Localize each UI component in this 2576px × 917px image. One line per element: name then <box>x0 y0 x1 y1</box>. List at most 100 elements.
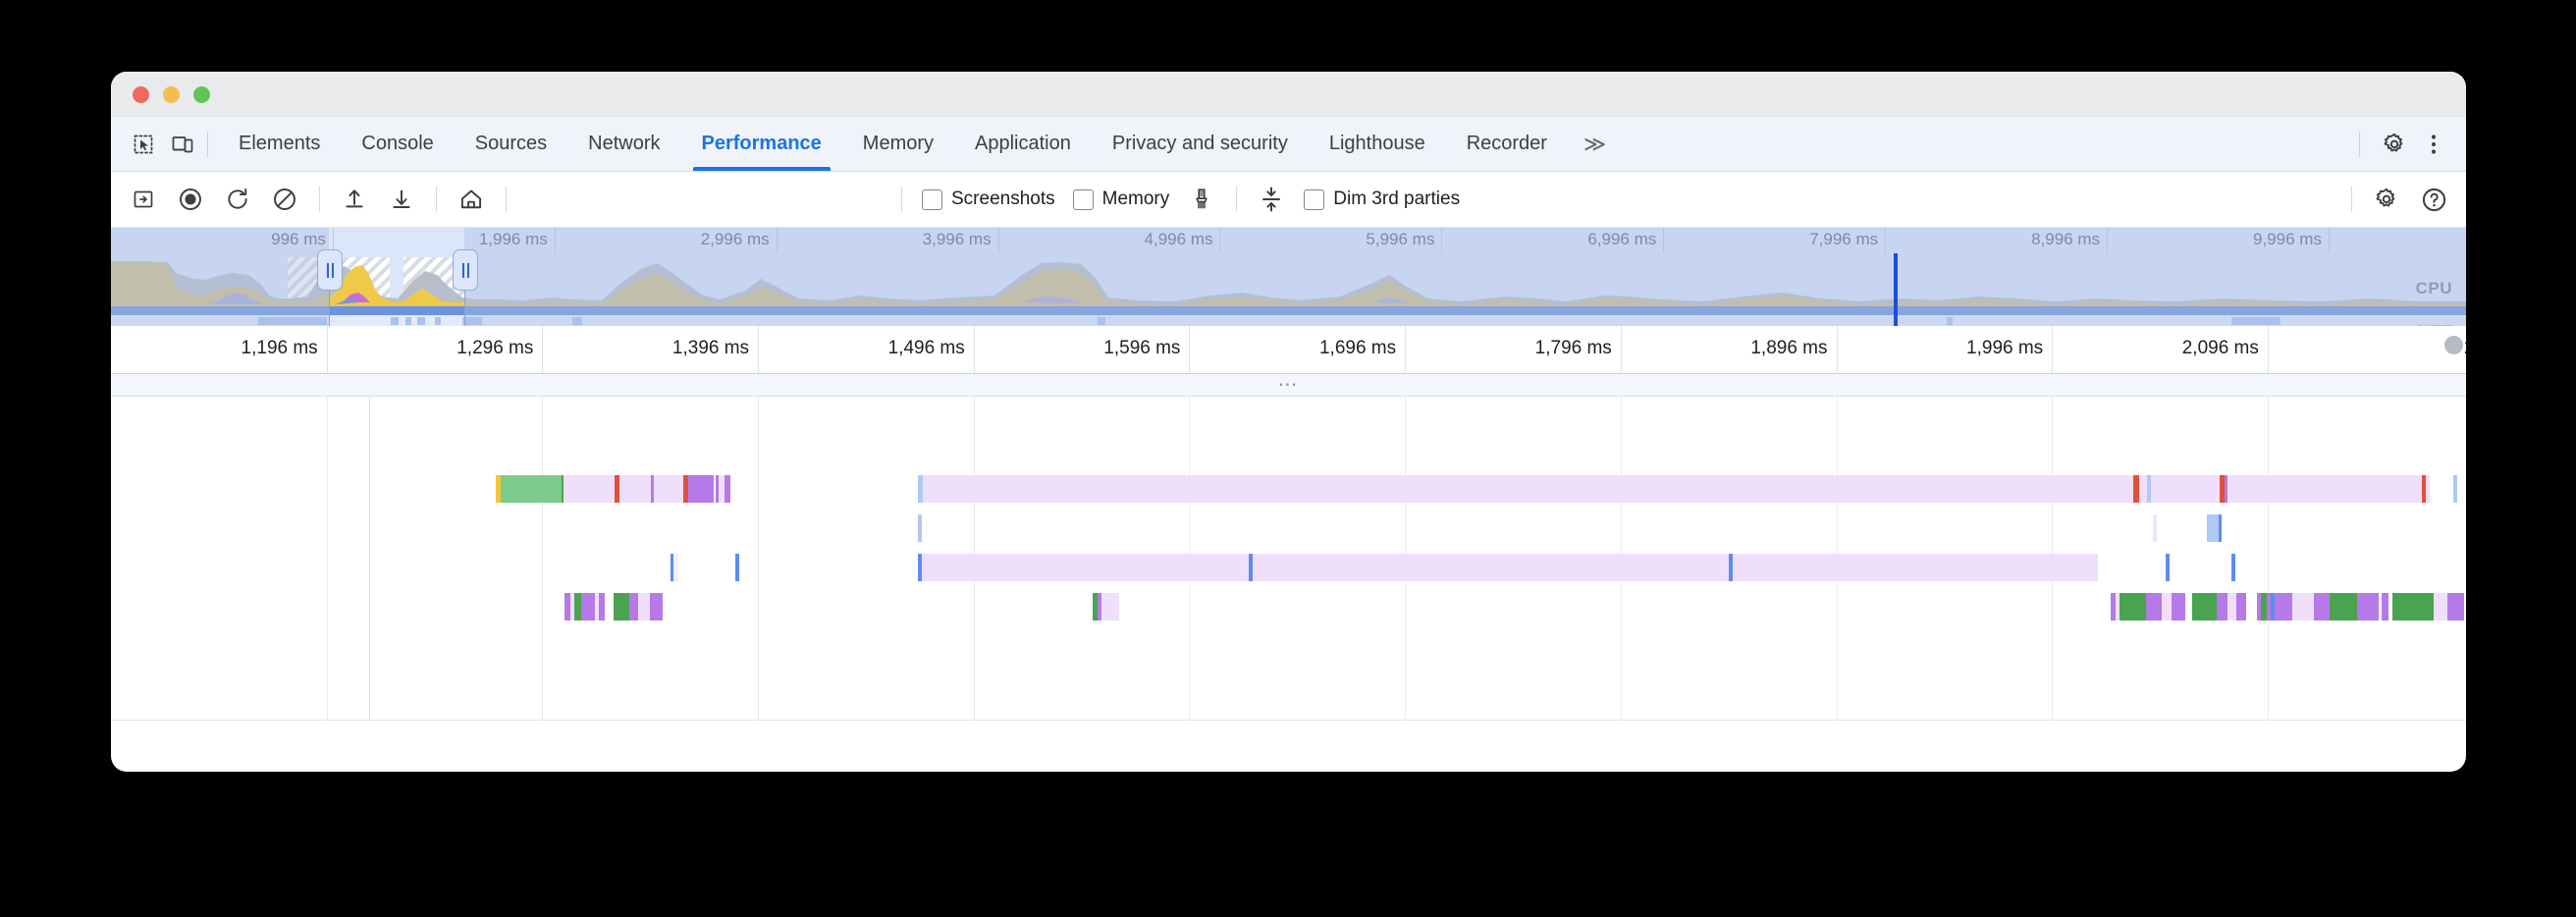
flame-chart-event-bar[interactable] <box>2153 514 2157 542</box>
flame-chart-event-bar[interactable] <box>564 475 615 503</box>
flame-chart-event-bar[interactable] <box>2426 475 2430 503</box>
flame-chart-event-bar[interactable] <box>683 475 688 503</box>
flame-chart-event-bar[interactable] <box>615 475 619 503</box>
flame-chart-event-bar[interactable] <box>1733 554 2098 581</box>
clear-button[interactable] <box>268 183 301 216</box>
flame-chart-event-bar[interactable] <box>501 475 562 503</box>
flame-chart-event-bar[interactable] <box>1101 593 1119 620</box>
flame-chart-event-bar[interactable] <box>2261 593 2267 620</box>
flame-chart-event-bar[interactable] <box>716 475 719 503</box>
flame-chart-event-bar[interactable] <box>692 475 714 503</box>
tab-sources[interactable]: Sources <box>474 133 548 154</box>
flame-chart-event-bar[interactable] <box>2139 475 2147 503</box>
flame-chart-event-bar[interactable] <box>2231 554 2235 581</box>
upload-profile-button[interactable] <box>338 183 371 216</box>
flame-chart-event-bar[interactable] <box>2147 475 2151 503</box>
capture-settings-gear-icon[interactable] <box>2370 183 2403 216</box>
flame-chart-event-bar[interactable] <box>918 514 922 542</box>
minimize-window-button[interactable] <box>163 86 180 103</box>
flame-chart-event-bar[interactable] <box>735 554 739 581</box>
flame-chart-event-bar[interactable] <box>2392 593 2434 620</box>
help-icon[interactable] <box>2417 183 2450 216</box>
flame-chart-event-bar[interactable] <box>599 593 605 620</box>
device-toolbar-icon[interactable] <box>168 130 197 159</box>
flame-chart-event-bar[interactable] <box>2207 514 2219 542</box>
flame-chart-event-bar[interactable] <box>574 593 581 620</box>
flame-chart-event-bar[interactable] <box>1253 554 1729 581</box>
flame-chart-event-bar[interactable] <box>2453 475 2457 503</box>
tab-performance[interactable]: Performance <box>681 117 842 171</box>
tab-recorder[interactable]: Recorder <box>1466 133 1547 154</box>
collect-garbage-icon[interactable] <box>1185 183 1218 216</box>
flame-chart-event-bar[interactable] <box>918 554 922 581</box>
flame-chart-event-bar[interactable] <box>2447 593 2464 620</box>
flame-chart-event-bar[interactable] <box>2357 593 2379 620</box>
flame-chart-event-bar[interactable] <box>2162 593 2172 620</box>
tab-application[interactable]: Application <box>975 133 1071 154</box>
download-profile-button[interactable] <box>385 183 418 216</box>
flame-chart-event-bar[interactable] <box>2236 593 2246 620</box>
flame-chart-event-bar[interactable] <box>2220 475 2225 503</box>
reload-and-record-button[interactable] <box>221 183 254 216</box>
flame-chart-event-bar[interactable] <box>650 593 663 620</box>
screenshots-checkbox-box[interactable] <box>922 189 942 210</box>
flame-chart-event-bar[interactable] <box>671 554 673 581</box>
home-button[interactable] <box>455 183 488 216</box>
flame-chart-event-bar[interactable] <box>2111 593 2116 620</box>
record-button[interactable] <box>174 183 207 216</box>
more-tabs-icon[interactable]: ≫ <box>1583 131 1606 156</box>
flame-chart-event-bar[interactable] <box>581 593 595 620</box>
flame-chart-event-bar[interactable] <box>570 593 574 620</box>
flame-chart-event-bar[interactable] <box>2227 475 2422 503</box>
flame-chart-event-bar[interactable] <box>2267 593 2271 620</box>
dim-3rd-parties-checkbox[interactable]: Dim 3rd parties <box>1304 189 1460 210</box>
flame-chart-event-bar[interactable] <box>2217 593 2227 620</box>
toggle-sidebar-button[interactable] <box>127 183 160 216</box>
flame-chart-event-bar[interactable] <box>562 475 564 503</box>
more-options-icon[interactable] <box>2419 130 2448 159</box>
flame-chart-event-bar[interactable] <box>724 475 730 503</box>
flame-chart-event-bar[interactable] <box>2133 475 2139 503</box>
flame-chart-event-bar[interactable] <box>614 593 629 620</box>
tab-console[interactable]: Console <box>361 133 434 154</box>
flame-chart-event-bar[interactable] <box>496 475 501 503</box>
flame-chart-event-bar[interactable] <box>2151 475 2220 503</box>
settings-gear-icon[interactable] <box>2380 130 2409 159</box>
horizontal-scroll-thumb[interactable] <box>2444 336 2463 354</box>
inspect-element-icon[interactable] <box>129 130 158 159</box>
screenshots-checkbox[interactable]: Screenshots <box>922 189 1055 210</box>
tab-memory[interactable]: Memory <box>862 133 935 154</box>
flame-chart-event-bar[interactable] <box>2271 593 2275 620</box>
overview-window-left-handle[interactable] <box>317 249 343 291</box>
flame-chart-event-bar[interactable] <box>2146 593 2162 620</box>
tab-network[interactable]: Network <box>588 133 661 154</box>
flame-chart-event-bar[interactable] <box>2166 554 2170 581</box>
flame-chart-event-bar[interactable] <box>2422 475 2426 503</box>
flame-chart-event-bar[interactable] <box>638 593 650 620</box>
flame-chart-event-bar[interactable] <box>2275 593 2292 620</box>
flame-chart-event-bar[interactable] <box>2382 593 2388 620</box>
flame-chart-event-bar[interactable] <box>595 593 599 620</box>
flame-chart-event-bar[interactable] <box>564 593 570 620</box>
flame-chart-event-bar[interactable] <box>2314 593 2330 620</box>
flame-chart-event-bar[interactable] <box>2330 593 2357 620</box>
flame-chart-event-bar[interactable] <box>629 593 638 620</box>
flame-chart-event-bar[interactable] <box>2225 475 2227 503</box>
flame-chart-event-bar[interactable] <box>1729 554 1733 581</box>
flame-chart-event-bar[interactable] <box>922 554 1249 581</box>
memory-checkbox[interactable]: Memory <box>1072 189 1169 210</box>
flame-chart-event-bar[interactable] <box>719 475 724 503</box>
flame-chart-event-bar[interactable] <box>923 475 2133 503</box>
flame-chart-event-bar[interactable] <box>673 554 678 581</box>
flame-chart-event-bar[interactable] <box>2116 593 2120 620</box>
close-window-button[interactable] <box>133 86 149 103</box>
pane-resize-handle[interactable]: ⋯ <box>111 374 2466 397</box>
dim-3rd-parties-checkbox-box[interactable] <box>1304 189 1325 210</box>
tab-lighthouse[interactable]: Lighthouse <box>1328 133 1425 154</box>
memory-checkbox-box[interactable] <box>1072 189 1094 210</box>
flame-chart-event-bar[interactable] <box>2257 593 2261 620</box>
flame-chart-event-bar[interactable] <box>1093 593 1098 620</box>
